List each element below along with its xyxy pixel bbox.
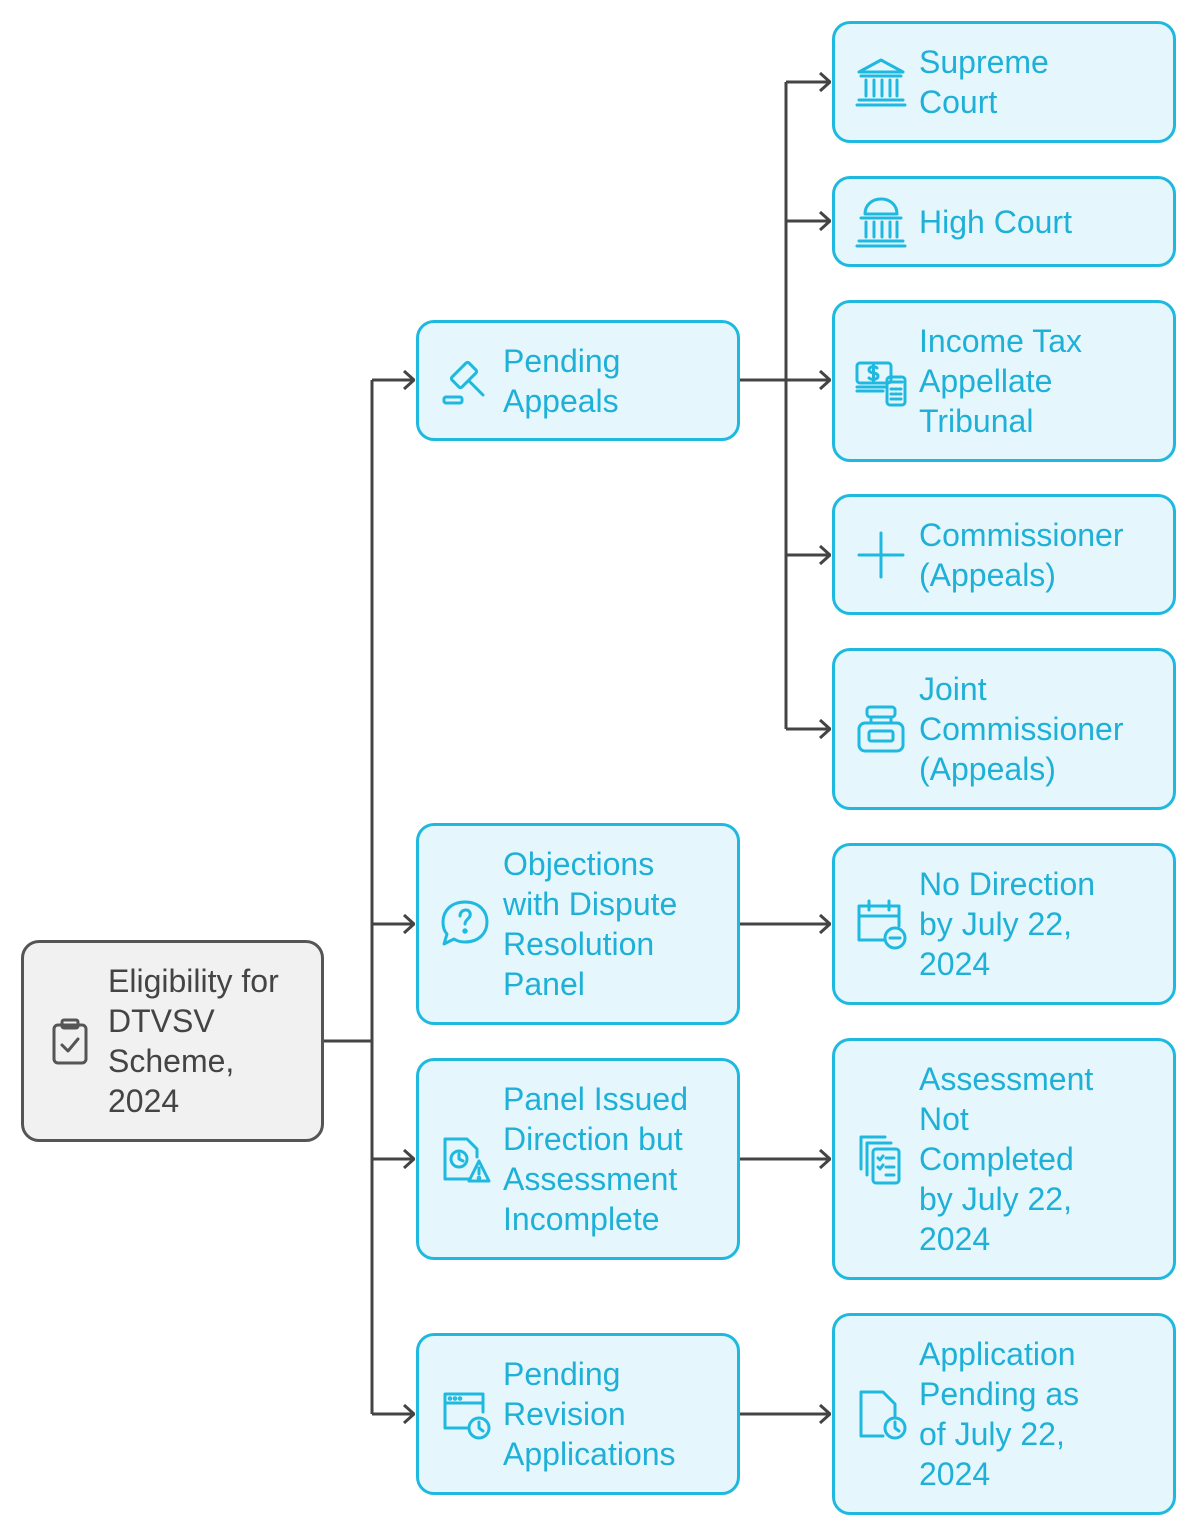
leaf-label: High Court (919, 203, 1072, 240)
gavel-icon (435, 351, 495, 411)
plus-icon (851, 525, 911, 585)
category-label: Objections with Dispute Resolution Panel (503, 846, 678, 1002)
document-stack-checklist-icon (851, 1129, 911, 1189)
leaf-no-direction: No Direction by July 22, 2024 (832, 843, 1176, 1005)
category-label: Panel Issued Direction but Assessment In… (503, 1081, 689, 1237)
leaf-high-court: High Court (832, 176, 1176, 267)
leaf-supreme-court: Supreme Court (832, 21, 1176, 143)
browser-clock-icon (435, 1384, 495, 1444)
courthouse-icon (851, 52, 911, 112)
root-label: Eligibility for DTVSV Scheme, 2024 (108, 963, 279, 1119)
stamp-icon (851, 699, 911, 759)
file-clock-icon (851, 1384, 911, 1444)
leaf-label: Supreme Court (919, 44, 1049, 120)
category-objections-drp: Objections with Dispute Resolution Panel (416, 823, 740, 1025)
capitol-building-icon (851, 192, 911, 252)
leaf-label: Commissioner (Appeals) (919, 516, 1124, 593)
leaf-label: Income Tax Appellate Tribunal (919, 323, 1083, 439)
category-pending-revision: Pending Revision Applications (416, 1333, 740, 1495)
category-pending-appeals: Pending Appeals (416, 320, 740, 441)
leaf-label: Assessment Not Completed by July 22, 202… (919, 1061, 1094, 1257)
category-label: Pending Revision Applications (503, 1356, 676, 1472)
leaf-application-pending: Application Pending as of July 22, 2024 (832, 1313, 1176, 1515)
leaf-label: No Direction by July 22, 2024 (919, 866, 1096, 982)
leaf-assessment-not-completed: Assessment Not Completed by July 22, 202… (832, 1038, 1176, 1280)
leaf-label: Application Pending as of July 22, 2024 (919, 1336, 1080, 1492)
question-bubble-icon (435, 894, 495, 954)
leaf-joint-commissioner-appeals: Joint Commissioner (Appeals) (832, 648, 1176, 810)
leaf-itat: Income Tax Appellate Tribunal (832, 300, 1176, 462)
category-label: Pending Appeals (503, 342, 621, 419)
money-calculator-icon (851, 351, 911, 411)
leaf-commissioner-appeals: Commissioner (Appeals) (832, 494, 1176, 615)
leaf-label: Joint Commissioner (Appeals) (919, 671, 1124, 787)
category-panel-issued-direction: Panel Issued Direction but Assessment In… (416, 1058, 740, 1260)
root-node: Eligibility for DTVSV Scheme, 2024 (21, 940, 324, 1142)
clipboard-check-icon (40, 1011, 100, 1071)
document-warning-icon (435, 1129, 495, 1189)
calendar-minus-icon (851, 894, 911, 954)
